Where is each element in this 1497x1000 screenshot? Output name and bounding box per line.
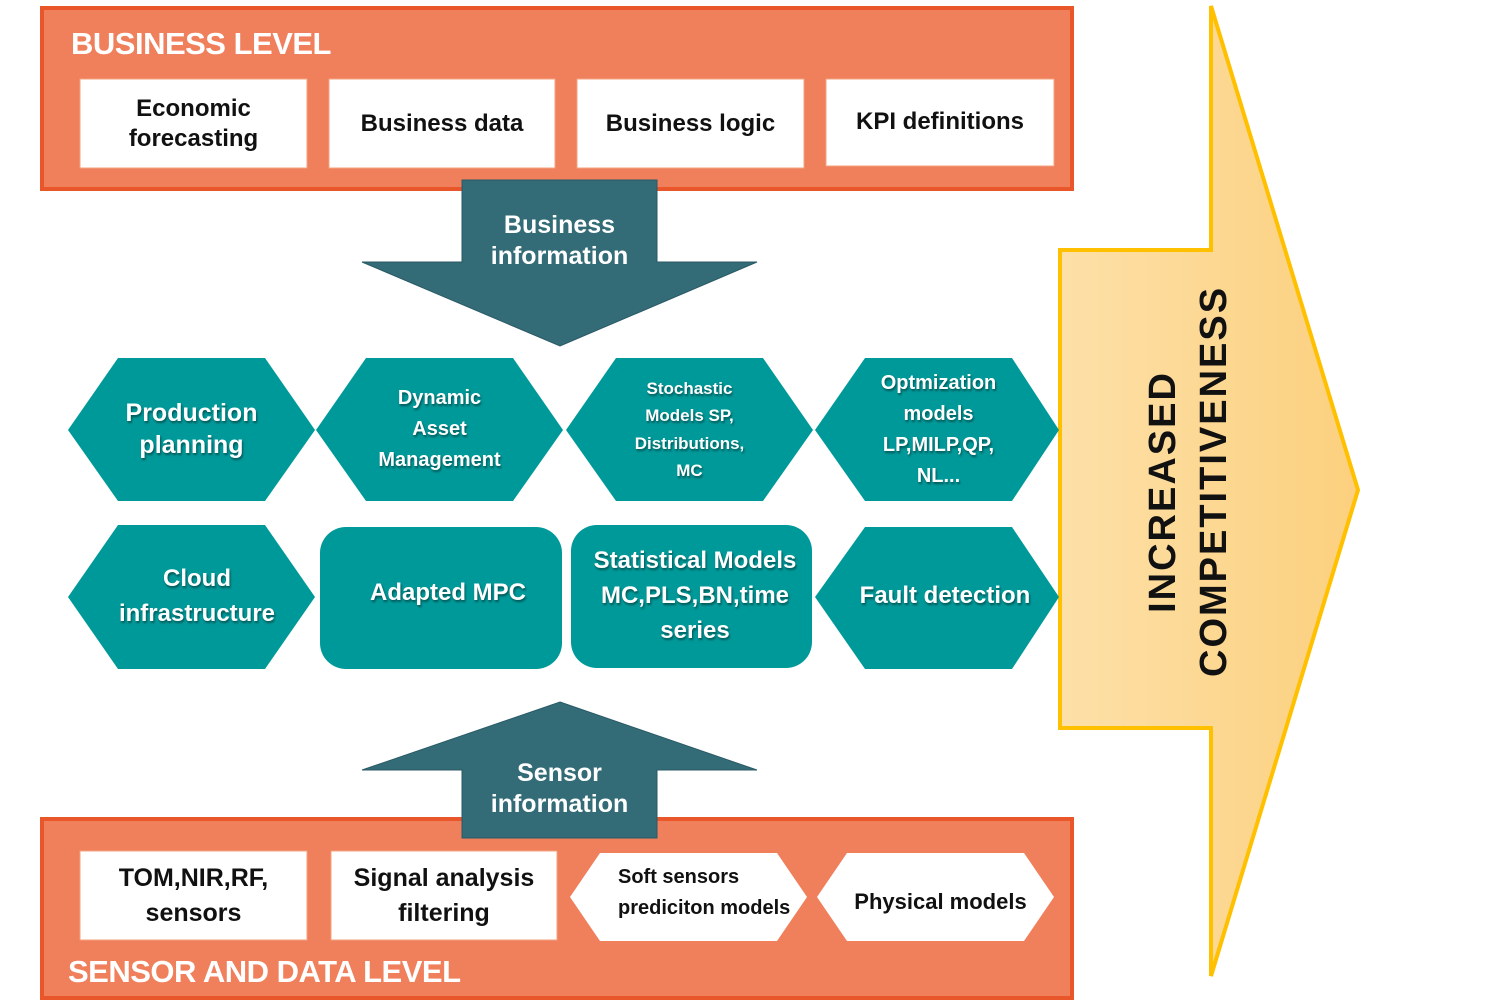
label-line: Distributions, — [634, 433, 745, 453]
business-box-data-label: Business data — [360, 109, 524, 137]
sensor-information-arrow — [361, 701, 758, 839]
label-line: series — [660, 616, 730, 644]
label-line: prediciton models — [618, 897, 791, 919]
hex-cloud — [68, 525, 315, 669]
business-information-label: Business information — [462, 200, 657, 282]
label-line: models — [903, 402, 974, 425]
label-line: MC,PLS,BN,time — [600, 582, 789, 610]
increased-competitiveness-label: INCREASED COMPETITIVENESS — [1138, 285, 1242, 677]
label-line: Optmization — [880, 371, 997, 394]
sensor-hex-soft-label: Soft sensors prediciton models — [600, 853, 800, 933]
dynamic-asset-label: Dynamic Asset Management — [366, 358, 513, 501]
competitiveness-arrow — [1058, 5, 1361, 977]
business-information-arrow — [361, 179, 758, 347]
label-line: COMPETITIVENESS — [1193, 285, 1236, 677]
sensor-box-tom-label: TOM,NIR,RF, sensors — [80, 851, 307, 940]
label-line: Cloud — [163, 565, 231, 593]
label-line: Models SP, — [645, 406, 734, 426]
label-line: Production — [125, 399, 258, 428]
label-line: sensors — [145, 898, 242, 927]
label-line: INCREASED — [1142, 371, 1184, 613]
adapted-mpc-label: Adapted MPC — [370, 579, 526, 606]
sensor-hex-physical — [817, 853, 1054, 941]
sensor-level-title: SENSOR AND DATA LEVEL — [68, 954, 461, 989]
label-line: Economic — [136, 94, 251, 122]
label-line: MC — [676, 460, 703, 480]
hex-stochastic — [566, 358, 813, 501]
statistical-models-label: Statistical Models MC,PLS,BN,time series — [571, 525, 819, 668]
business-box-data — [328, 78, 556, 169]
hex-optimization — [815, 358, 1059, 501]
label-line: Soft sensors — [618, 866, 740, 888]
label-line: filtering — [398, 898, 490, 927]
label-line: information — [490, 790, 629, 818]
business-box-economic — [79, 78, 308, 169]
label-line: forecasting — [128, 124, 259, 152]
label-line: Dynamic — [397, 387, 482, 409]
business-box-logic — [576, 78, 805, 169]
label-line: Business — [503, 210, 616, 239]
sensor-hex-soft — [570, 853, 807, 941]
business-box-kpi — [825, 78, 1055, 167]
sensor-box-tom — [79, 850, 308, 941]
label-line: Asset — [412, 418, 467, 440]
sensor-box-signal-label: Signal analysis filtering — [331, 851, 557, 940]
label-line: information — [490, 242, 629, 270]
label-line: TOM,NIR,RF, — [118, 863, 269, 892]
label-line: infrastructure — [118, 600, 276, 627]
label-line: LP,MILP,QP, — [882, 433, 995, 456]
fault-detection-label: Fault detection — [859, 582, 1031, 609]
label-line: Statistical Models — [593, 547, 797, 575]
label-line: NL... — [916, 464, 961, 487]
hex-production-planning — [68, 358, 315, 501]
production-planning-label: Production planning — [118, 358, 265, 501]
sensor-hex-physical-label: Physical models — [854, 889, 1027, 915]
hex-dynamic-asset — [316, 358, 563, 501]
optimization-label: Optmization models LP,MILP,QP, NL... — [855, 358, 1022, 501]
cloud-infrastructure-label: Cloud infrastructure — [108, 525, 286, 669]
business-box-economic-label: Economic forecasting — [80, 79, 307, 168]
business-level-title: BUSINESS LEVEL — [71, 26, 332, 61]
hex-fault-detection — [815, 527, 1059, 669]
rounded-statistical — [571, 525, 812, 668]
label-line: Signal analysis — [353, 863, 535, 892]
sensor-information-label: Sensor information — [462, 748, 657, 830]
label-line: Sensor — [517, 758, 602, 787]
label-line: Stochastic — [646, 379, 733, 399]
sensor-box-signal — [330, 850, 558, 941]
business-box-kpi-label: KPI definitions — [856, 107, 1024, 135]
stochastic-label: Stochastic Models SP, Distributions, MC — [606, 358, 773, 501]
label-line: Management — [378, 449, 501, 471]
label-line: planning — [139, 430, 244, 459]
business-box-logic-label: Business logic — [605, 109, 776, 137]
rounded-adapted-mpc — [320, 527, 562, 669]
